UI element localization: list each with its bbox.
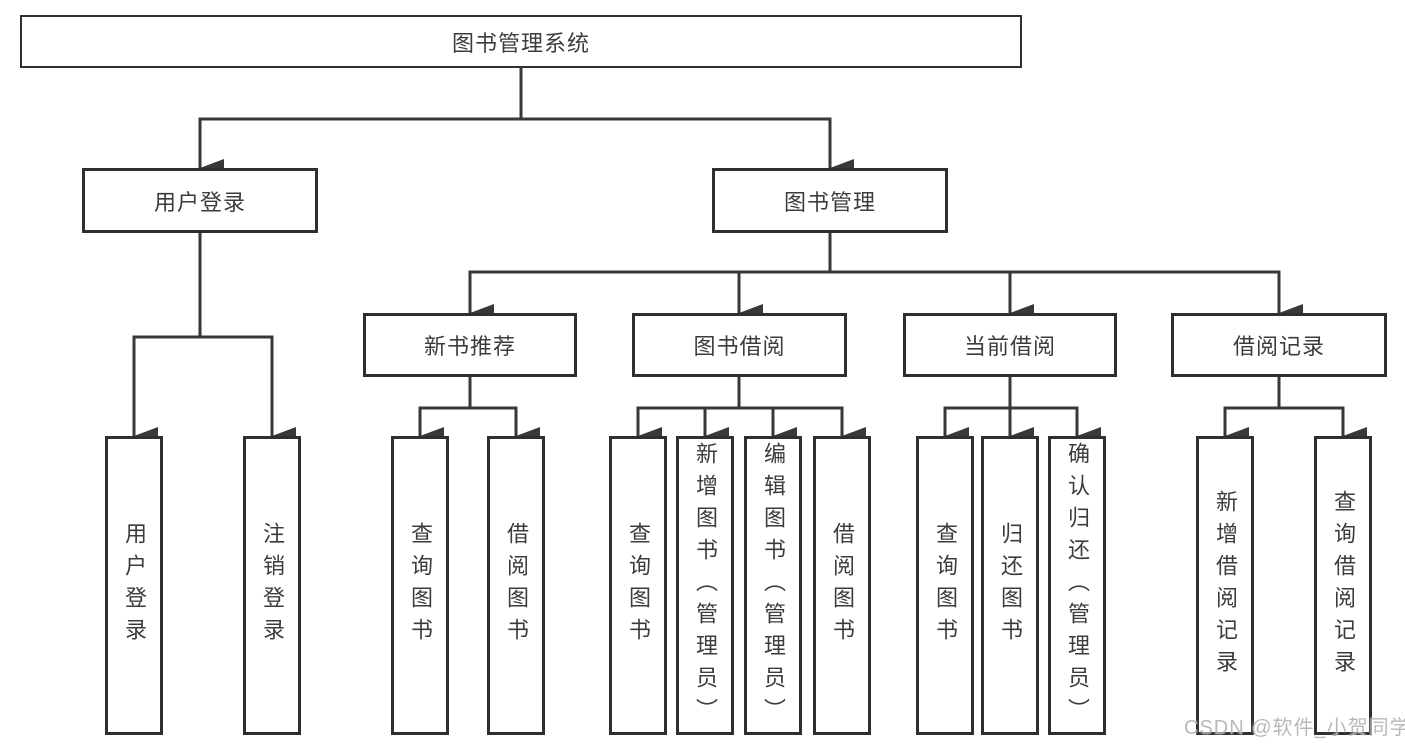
node-new-book-recommend-label: 新书推荐	[423, 334, 516, 359]
leaf-add-books-admin-label: 新增图书（管理员）	[693, 441, 718, 730]
leaf-return-books: 归还图书	[981, 436, 1039, 735]
node-user-login-label: 用户登录	[153, 189, 246, 215]
edge-root-to-level2	[198, 68, 854, 177]
leaf-borrow-books-recommend: 借阅图书	[487, 436, 545, 735]
node-library-system: 图书管理系统	[20, 15, 1022, 68]
leaf-query-books-current: 查询图书	[916, 436, 974, 735]
node-book-management: 图书管理	[712, 168, 948, 233]
node-borrowing-records-label: 借阅记录	[1232, 334, 1325, 359]
leaf-add-borrow-record-label: 新增借阅记录	[1213, 489, 1238, 682]
node-library-system-label: 图书管理系统	[451, 30, 590, 56]
leaf-logout: 注销登录	[243, 436, 301, 735]
leaf-query-books-recommend-label: 查询图书	[408, 521, 433, 650]
edge-borrowing-records-to-leaves	[1223, 377, 1367, 445]
leaf-edit-books-admin-label: 编辑图书（管理员）	[761, 441, 786, 730]
leaf-query-borrow-record-label: 查询借阅记录	[1331, 489, 1356, 682]
node-new-book-recommend: 新书推荐	[363, 313, 577, 377]
edge-new-book-recommend-to-leaves	[418, 377, 540, 445]
node-book-management-label: 图书管理	[783, 189, 876, 215]
node-book-borrowing-label: 图书借阅	[693, 334, 786, 359]
leaf-add-books-admin: 新增图书（管理员）	[676, 436, 734, 735]
leaf-query-books-borrowing: 查询图书	[609, 436, 667, 735]
leaf-add-borrow-record: 新增借阅记录	[1196, 436, 1254, 735]
edge-book-management-to-level3	[468, 233, 1303, 322]
leaf-logout-label: 注销登录	[260, 521, 285, 650]
edge-user-login-to-leaves	[132, 233, 296, 445]
edge-current-borrowing-to-leaves	[943, 377, 1101, 445]
leaf-query-books-recommend: 查询图书	[391, 436, 449, 735]
leaf-borrow-books-label: 借阅图书	[830, 521, 855, 650]
leaf-borrow-books: 借阅图书	[813, 436, 871, 735]
leaf-query-books-borrowing-label: 查询图书	[626, 521, 651, 650]
leaf-user-login-label: 用户登录	[122, 521, 147, 650]
leaf-confirm-return-admin: 确认归还（管理员）	[1048, 436, 1106, 735]
edge-book-borrowing-to-leaves	[636, 377, 866, 445]
node-current-borrowing-label: 当前借阅	[963, 334, 1056, 359]
leaf-borrow-books-recommend-label: 借阅图书	[504, 521, 529, 650]
node-user-login: 用户登录	[82, 168, 318, 233]
leaf-query-books-current-label: 查询图书	[933, 521, 958, 650]
node-book-borrowing: 图书借阅	[632, 313, 847, 377]
leaf-query-borrow-record: 查询借阅记录	[1314, 436, 1372, 735]
leaf-edit-books-admin: 编辑图书（管理员）	[744, 436, 802, 735]
node-borrowing-records: 借阅记录	[1171, 313, 1387, 377]
csdn-watermark: CSDN @软件_小贺同学	[1184, 717, 1405, 739]
node-current-borrowing: 当前借阅	[903, 313, 1117, 377]
leaf-return-books-label: 归还图书	[998, 521, 1023, 650]
leaf-user-login: 用户登录	[105, 436, 163, 735]
leaf-confirm-return-admin-label: 确认归还（管理员）	[1065, 441, 1090, 730]
